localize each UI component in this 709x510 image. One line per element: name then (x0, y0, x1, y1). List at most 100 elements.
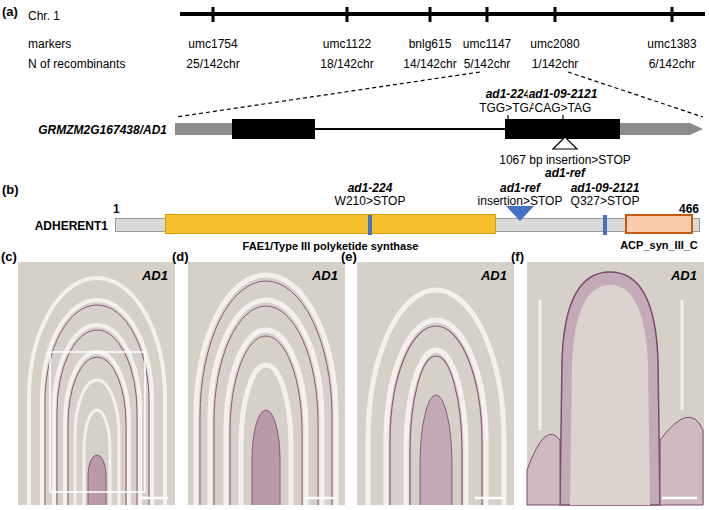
chromosome-bar (180, 12, 705, 16)
leaf-gap (65, 352, 129, 505)
figure-label: 1/142chr (532, 57, 579, 71)
marker-tick (486, 7, 489, 22)
text-holder: 1 (113, 199, 120, 217)
label-holder: Q327>STOP (571, 191, 640, 209)
label-holder: ad1-224 (348, 178, 393, 196)
leaf-sheath (681, 300, 684, 410)
scale-bar (662, 497, 697, 500)
leaf-gap (42, 300, 152, 505)
figure-label: (e) (341, 249, 357, 264)
figure-label: umc1147 (463, 37, 511, 51)
panel-node: AD1 (357, 262, 514, 505)
label-holder: ad1-ref (545, 163, 585, 181)
scale-bar (305, 497, 335, 500)
zoom-box (50, 352, 145, 492)
figure-label: 6/142chr (649, 57, 696, 71)
node-label: AD1 (479, 268, 509, 283)
label-holder: insertion>STOP (478, 191, 563, 209)
scale-bar (140, 497, 168, 500)
text-holder: AD1 (669, 266, 699, 284)
panel-node: AD1 (188, 262, 345, 505)
figure-label: (a) (2, 4, 18, 19)
stain-line (200, 281, 332, 505)
insertion-mark (506, 206, 534, 221)
marker-tick (212, 7, 215, 22)
figure-label: 14/142chr (403, 57, 456, 71)
node-label: AD1 (669, 268, 699, 283)
label-holder: Chr. 1 (28, 6, 60, 24)
marker-tick (554, 7, 557, 22)
figure-label: umc1754 (188, 37, 237, 51)
marker-tick (429, 7, 432, 22)
figure-label: N of recombinants (28, 57, 125, 71)
acp-node: ACP_syn_III_C (625, 214, 693, 234)
apex (252, 410, 280, 505)
leaf-primordia (29, 278, 165, 505)
figure-label: Q327>STOP (571, 194, 640, 208)
figure-label: (d) (172, 249, 189, 264)
leaf-gap (84, 410, 110, 505)
leaf-gap (368, 290, 504, 505)
figure-label: 18/142chr (320, 57, 373, 71)
node-label: ADHERENT1 (35, 219, 108, 233)
text-holder: AD1 (479, 266, 509, 284)
figure-label: ad1-09-2121 (571, 181, 640, 195)
text-holder: AD1 (310, 266, 340, 284)
leaf-primordium (660, 417, 703, 505)
panel-node: AD1 (18, 262, 175, 505)
leaf-gap (406, 350, 466, 505)
leaf-gap (29, 278, 165, 505)
node-label: 1 (113, 202, 120, 216)
figure-label: (b) (2, 182, 19, 197)
node-label: FAE1/Type III polyketide synthase (243, 240, 419, 252)
label-holder: 25/142chr (186, 54, 239, 72)
zoom-line (176, 72, 480, 117)
figure-label: 25/142chr (186, 57, 239, 71)
figure-label: Chr. 1 (28, 9, 60, 23)
apex (420, 395, 452, 505)
leaf-gap (75, 380, 119, 505)
text-holder: ACP_syn_III_C (620, 235, 698, 253)
marker-tick (346, 7, 349, 22)
leaf-gap (386, 320, 486, 505)
apex (88, 455, 106, 505)
exon (505, 119, 620, 139)
label-holder: (f) (511, 247, 524, 265)
figure-label: W210>STOP (335, 194, 406, 208)
leaf-primordia (196, 275, 336, 505)
node-label: 466 (679, 202, 699, 216)
label-holder: markers (28, 34, 71, 52)
label-holder: 14/142chr (403, 54, 456, 72)
figure-label: (f) (511, 249, 524, 264)
figure-label: ad1-224 (485, 87, 532, 101)
stain-line (57, 330, 137, 505)
label-holder: bnlg615 (409, 34, 452, 52)
label-holder: umc1147 (463, 34, 511, 52)
micrograph (357, 262, 514, 505)
label-holder: ad1-224 (485, 84, 532, 102)
text-holder: ADHERENT1 (35, 216, 108, 234)
leaf-gap (241, 365, 291, 505)
label-holder: (a) (2, 2, 18, 20)
panel-node: AD1 (527, 262, 704, 505)
label-holder: umc1122 (323, 34, 371, 52)
label-holder: ad1-09-2121 (571, 178, 640, 196)
stain-line (214, 306, 318, 505)
label-holder: umc2080 (530, 34, 579, 52)
protein-node: ADHERENT11466FAE1/Type III polyketide sy… (115, 218, 700, 232)
label-holder: 18/142chr (320, 54, 373, 72)
figure-label: insertion>STOP (478, 194, 563, 208)
text-holder: 466 (679, 199, 699, 217)
label-holder: umc1383 (647, 34, 696, 52)
utr-5 (175, 123, 232, 135)
fae-node: FAE1/Type III polyketide synthase (165, 214, 496, 234)
marker-tick (671, 7, 674, 22)
node-label: AD1 (140, 268, 170, 283)
label-holder: W210>STOP (335, 191, 406, 209)
stain-line (410, 356, 462, 505)
label-holder: umc1754 (188, 34, 237, 52)
gene-node: GRMZM2G167438/AD1 (175, 119, 703, 139)
scale-bar (475, 497, 505, 500)
leaf-sheath (539, 300, 542, 430)
leaf-primordium (527, 434, 560, 505)
